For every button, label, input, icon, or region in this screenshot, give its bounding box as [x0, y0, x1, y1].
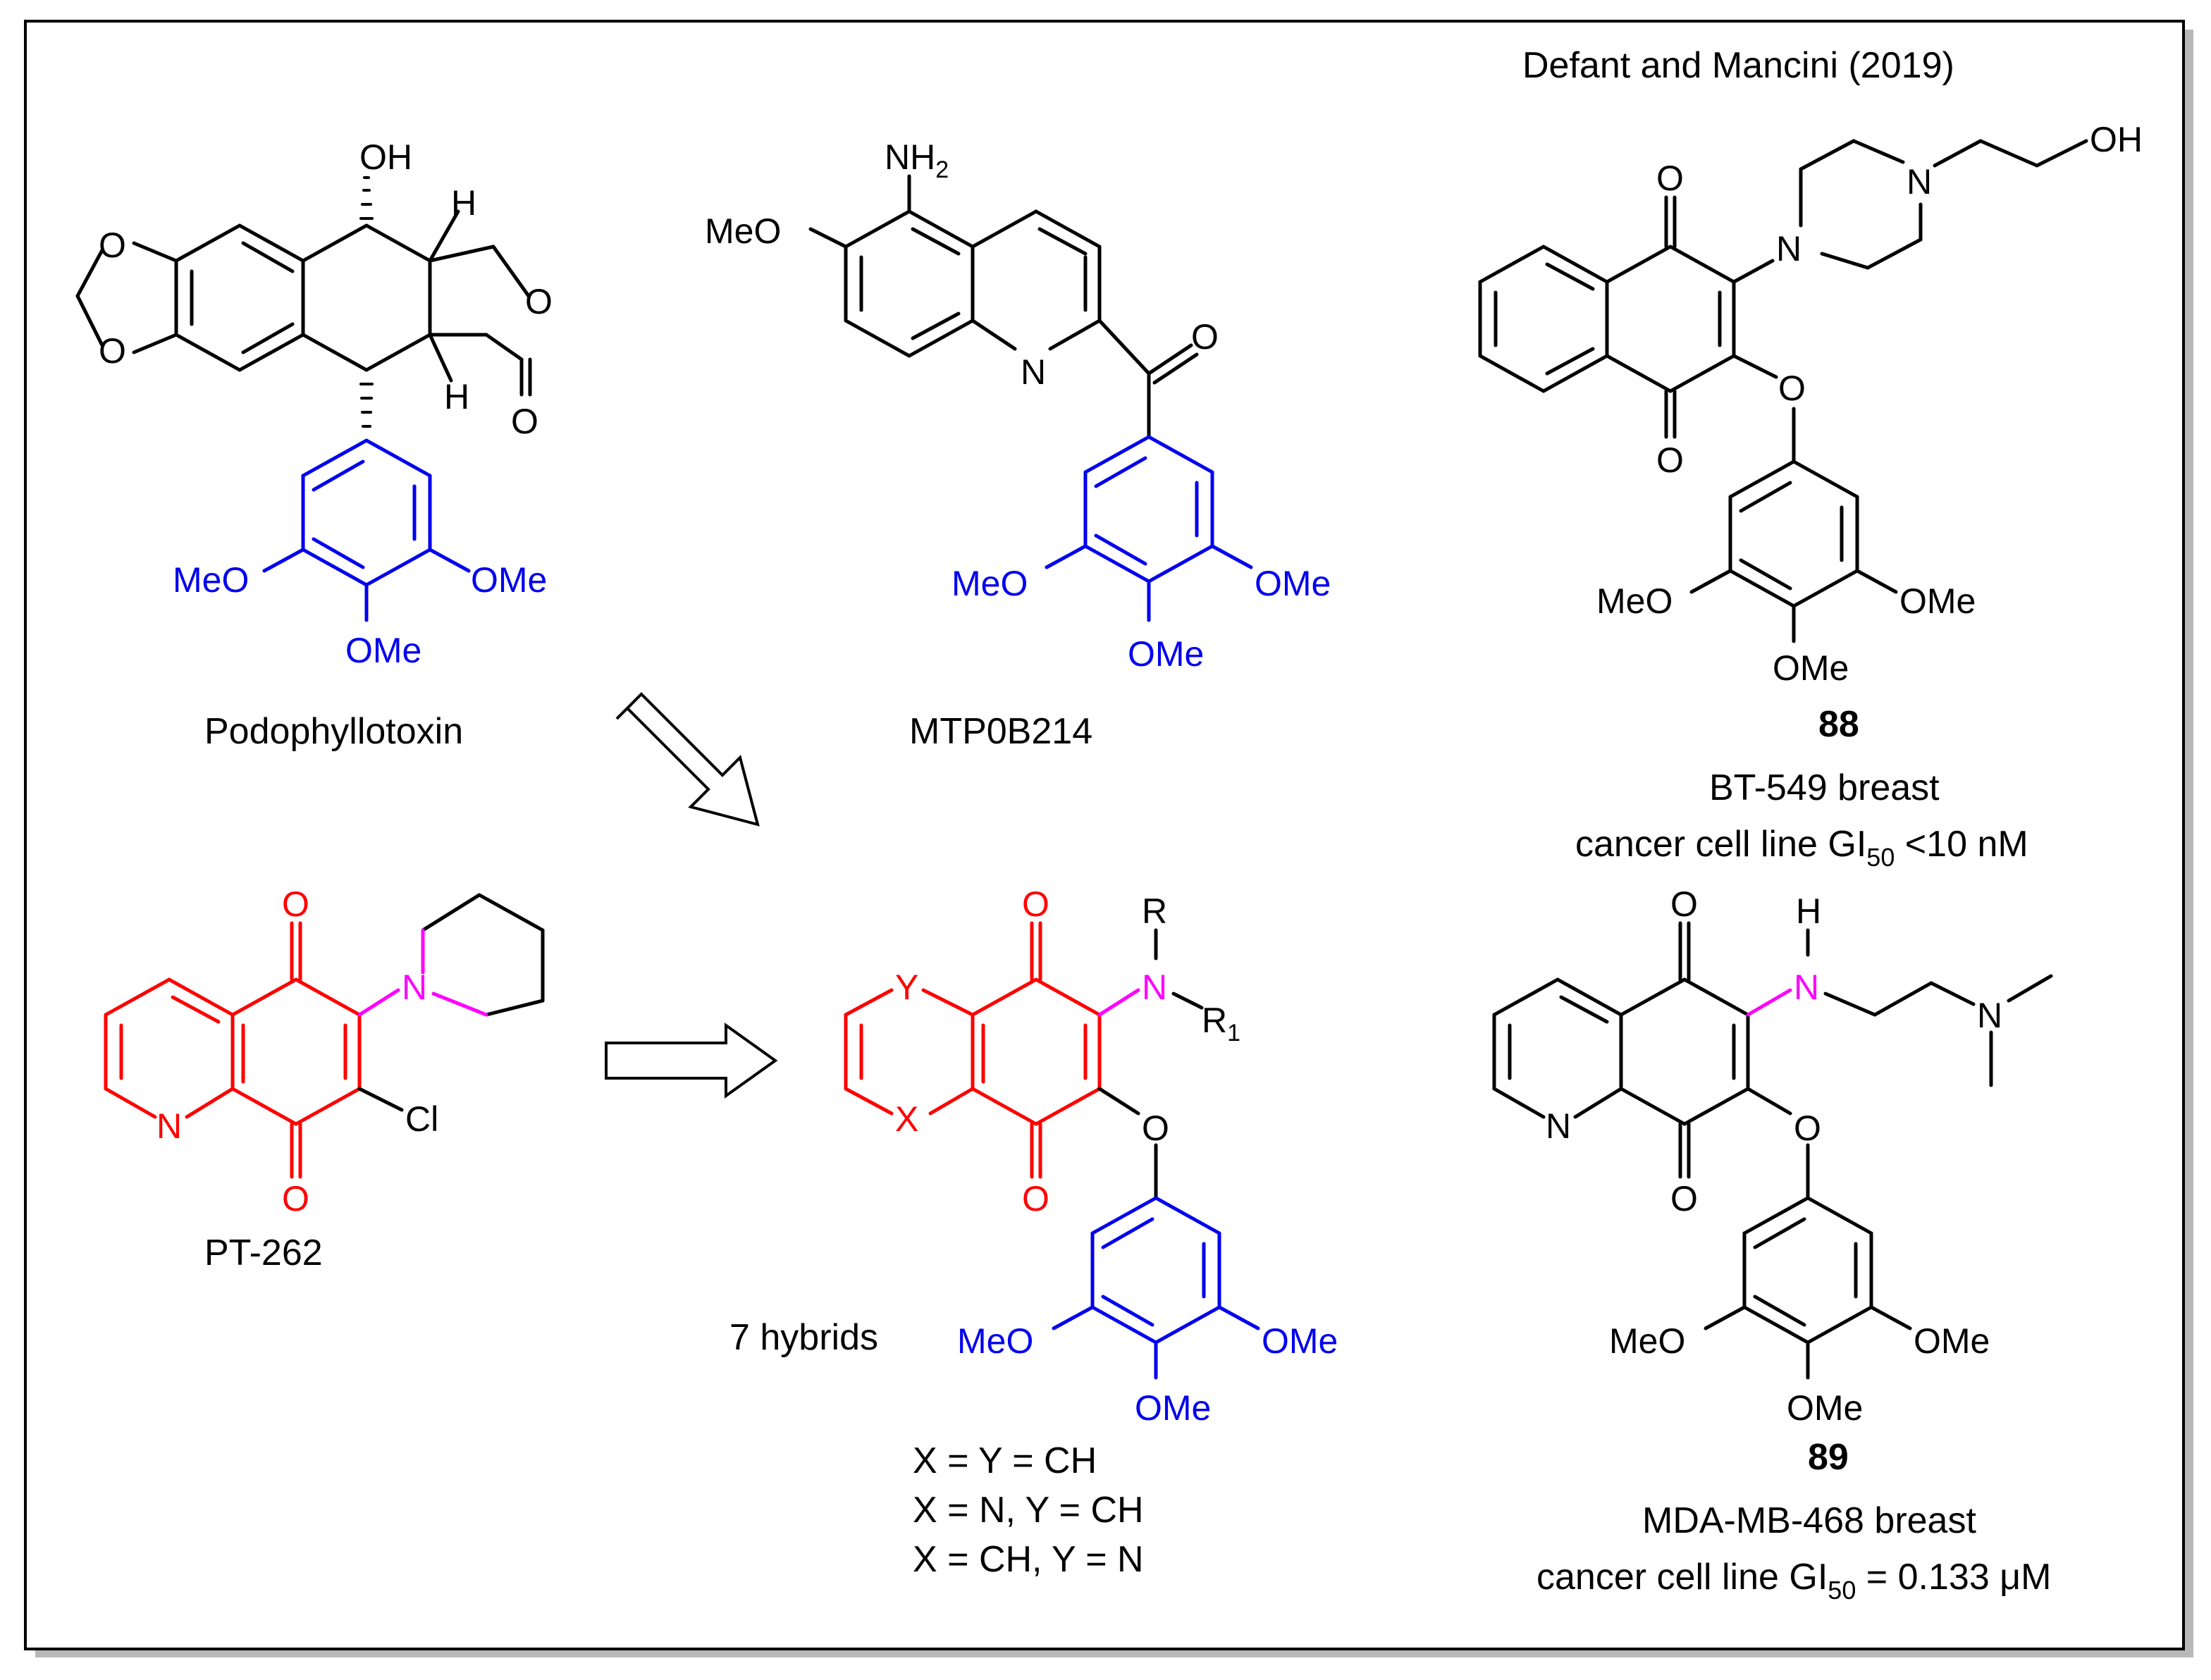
c89-n-amine: N: [1794, 968, 1819, 1007]
compound-89-structure: [1492, 921, 2053, 1380]
hybrid-y-label: Y: [895, 968, 918, 1007]
c88-ether-o: O: [1778, 369, 1806, 408]
citation-text: Defant and Mancini (2019): [1522, 45, 1954, 86]
pt262-name: PT-262: [204, 1233, 323, 1273]
hybrid-variant-2: X = N, Y = CH: [913, 1490, 1144, 1531]
podophyllotoxin-oh-label: OH: [359, 137, 412, 177]
pt262-o-bottom: O: [282, 1179, 309, 1218]
diagonal-arrow: [615, 692, 760, 827]
podophyllotoxin-name: Podophyllotoxin: [204, 711, 463, 752]
c88-activity-line1: BT-549 breast: [1709, 767, 1940, 808]
hybrid-o-top: O: [1022, 884, 1049, 924]
hybrid-count-label: 7 hybrids: [729, 1317, 878, 1358]
c89-n-dimethyl: N: [1977, 996, 2002, 1035]
hybrid-variant-3: X = CH, Y = N: [913, 1539, 1144, 1580]
podophyllotoxin-o1: O: [99, 226, 126, 265]
pt262-n-ring: N: [156, 1106, 182, 1146]
hybrid-ether-o: O: [1142, 1108, 1169, 1148]
mtp0b214-meo-left: MeO: [951, 564, 1028, 603]
podophyllotoxin-ring-o: O: [525, 282, 553, 321]
hybrid-r1-label: R1: [1202, 1001, 1240, 1046]
hybrid-variant-1: X = Y = CH: [913, 1440, 1097, 1481]
c88-n2: N: [1907, 162, 1932, 202]
c89-activity-line2: cancer cell line GI50 = 0.133 μM: [1536, 1557, 2051, 1605]
mtp0b214-ome-right: OMe: [1255, 564, 1331, 603]
podophyllotoxin-h-top: H: [451, 183, 476, 223]
c88-activity-line2: cancer cell line GI50 <10 nM: [1575, 824, 2028, 872]
hybrid-r-label: R: [1142, 891, 1167, 931]
frame-border: [24, 20, 2185, 1650]
mtp0b214-meo-label: MeO: [705, 211, 781, 251]
hybrid-o-bottom: O: [1022, 1179, 1049, 1218]
c88-number: 88: [1818, 704, 1859, 745]
hybrid-ome-bottom: OMe: [1135, 1388, 1211, 1428]
mtp0b214-carbonyl-o: O: [1191, 317, 1219, 357]
podophyllotoxin-meo-left: MeO: [173, 560, 249, 600]
c89-number: 89: [1808, 1437, 1849, 1478]
c88-meo-left: MeO: [1596, 581, 1673, 621]
c89-h: H: [1796, 891, 1821, 931]
pt262-n-piperidine: N: [402, 968, 427, 1007]
hybrid-n-label: N: [1142, 968, 1167, 1007]
c89-o-bottom: O: [1670, 1179, 1698, 1218]
mtp0b214-name: MTP0B214: [909, 711, 1092, 752]
podophyllotoxin-o2: O: [99, 331, 126, 371]
mtp0b214-ome-bottom: OMe: [1128, 634, 1204, 674]
c89-ether-o: O: [1794, 1108, 1821, 1148]
compound-88-structure: [1478, 139, 2088, 643]
hybrid-meo-left: MeO: [957, 1321, 1033, 1361]
pt262-structure: [104, 893, 545, 1179]
podophyllotoxin-h-bottom: H: [444, 377, 469, 416]
c88-ome-right: OMe: [1899, 581, 1976, 621]
podophyllotoxin-structure: [75, 176, 532, 622]
podophyllotoxin-carbonyl-o: O: [511, 402, 538, 441]
c89-meo-left: MeO: [1609, 1321, 1685, 1361]
hybrid-x-label: X: [895, 1099, 918, 1139]
mtp0b214-nh2-label: NH2: [885, 137, 949, 183]
c88-o-bottom: O: [1656, 440, 1684, 480]
hybrid-structure: [844, 921, 1260, 1380]
hybrid-ome-right: OMe: [1262, 1321, 1338, 1361]
podophyllotoxin-ome-right: OMe: [471, 560, 547, 600]
mtp0b214-structure: [808, 174, 1253, 622]
c89-n-ring: N: [1546, 1106, 1571, 1146]
pt262-cl: Cl: [405, 1099, 438, 1139]
c89-ome-right: OMe: [1914, 1321, 1990, 1361]
c88-oh: OH: [2090, 120, 2143, 159]
c88-o-top: O: [1656, 159, 1684, 198]
c89-o-top: O: [1670, 884, 1698, 924]
c88-n1: N: [1776, 229, 1802, 268]
c89-activity-line1: MDA-MB-468 breast: [1642, 1500, 1976, 1541]
pt262-o-top: O: [282, 884, 309, 924]
c89-ome-bottom: OMe: [1787, 1388, 1863, 1428]
horizontal-arrow: [605, 1023, 778, 1099]
mtp0b214-n-label: N: [1021, 352, 1046, 392]
podophyllotoxin-ome-bottom: OMe: [345, 631, 421, 670]
c88-ome-bottom: OMe: [1773, 648, 1849, 688]
